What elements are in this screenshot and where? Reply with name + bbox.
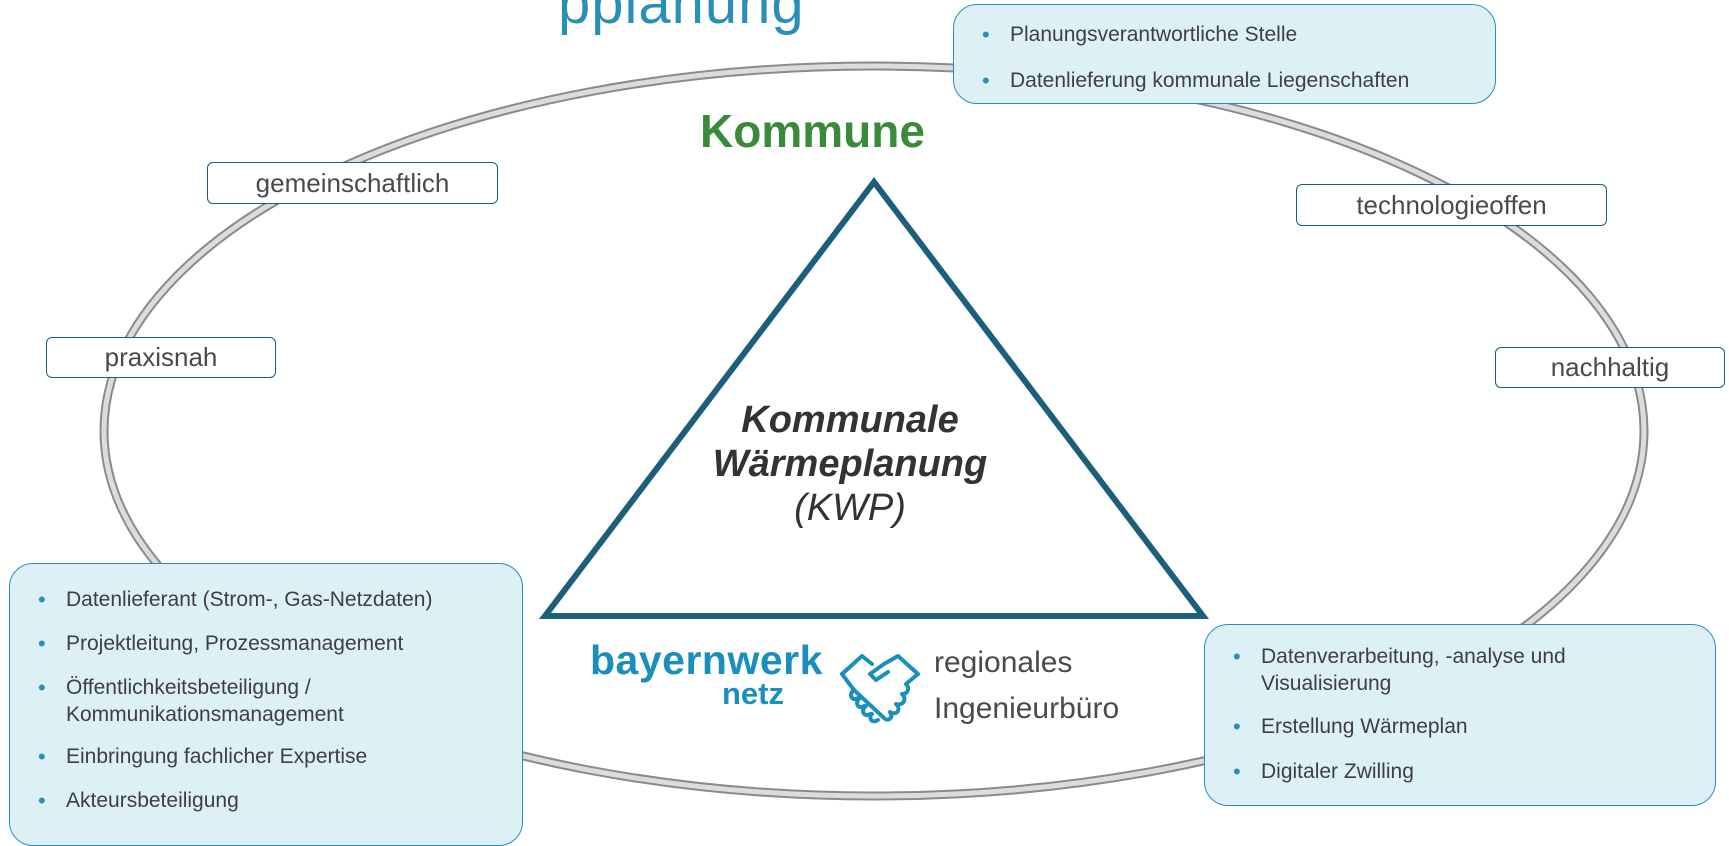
slide-title-fragment: pplanung (558, 0, 805, 36)
list-item: Datenverarbeitung, -analyse und Visualis… (1205, 643, 1641, 697)
bayernwerk-netz-responsibilities-box: Datenlieferant (Strom-, Gas-Netzdaten) P… (9, 563, 523, 846)
ring-inner (101, 63, 1647, 799)
list-item: Einbringung fachlicher Expertise (10, 743, 522, 770)
partner-line1: regionales (934, 646, 1073, 679)
list-item: Öffentlichkeitsbeteiligung / Kommunikati… (10, 674, 386, 728)
attribute-technologieoffen: technologieoffen (1296, 184, 1607, 226)
attribute-praxisnah: praxisnah (46, 337, 276, 378)
handshake-icon (840, 654, 920, 724)
kommune-heading: Kommune (700, 105, 925, 157)
attribute-nachhaltig: nachhaltig (1495, 347, 1725, 388)
list-item: Planungsverantwortliche Stelle (954, 21, 1495, 48)
kwp-title: Kommunale Wärmeplanung (KWP) (660, 398, 1040, 530)
list-item: Akteursbeteiligung (10, 787, 522, 814)
kwp-triangle (538, 177, 1210, 619)
logo-word-bayernwerk: bayernwerk (590, 637, 823, 683)
partner-label: regionales Ingenieurbüro (934, 640, 1119, 732)
kwp-title-line2: Wärmeplanung (712, 443, 988, 485)
list-item: Datenlieferant (Strom-, Gas-Netzdaten) (10, 586, 522, 613)
bayernwerk-netz-logo: bayernwerk netz (590, 637, 830, 711)
list-item: Datenlieferung kommunale Liegenschaften (954, 67, 1495, 94)
kwp-title-line1: Kommunale (741, 399, 959, 441)
ingenieurbuero-responsibilities-box: Datenverarbeitung, -analyse und Visualis… (1204, 624, 1716, 806)
kommune-responsibilities-box: Planungsverantwortliche Stelle Datenlief… (953, 4, 1496, 104)
kwp-title-abbrev: (KWP) (794, 487, 906, 529)
partner-line2: Ingenieurbüro (934, 692, 1120, 725)
attribute-gemeinschaftlich: gemeinschaftlich (207, 162, 498, 204)
logo-word-netz: netz (722, 676, 784, 711)
list-item: Projektleitung, Prozessmanagement (10, 630, 522, 657)
list-item: Digitaler Zwilling (1205, 758, 1715, 785)
list-item: Erstellung Wärmeplan (1205, 713, 1715, 740)
